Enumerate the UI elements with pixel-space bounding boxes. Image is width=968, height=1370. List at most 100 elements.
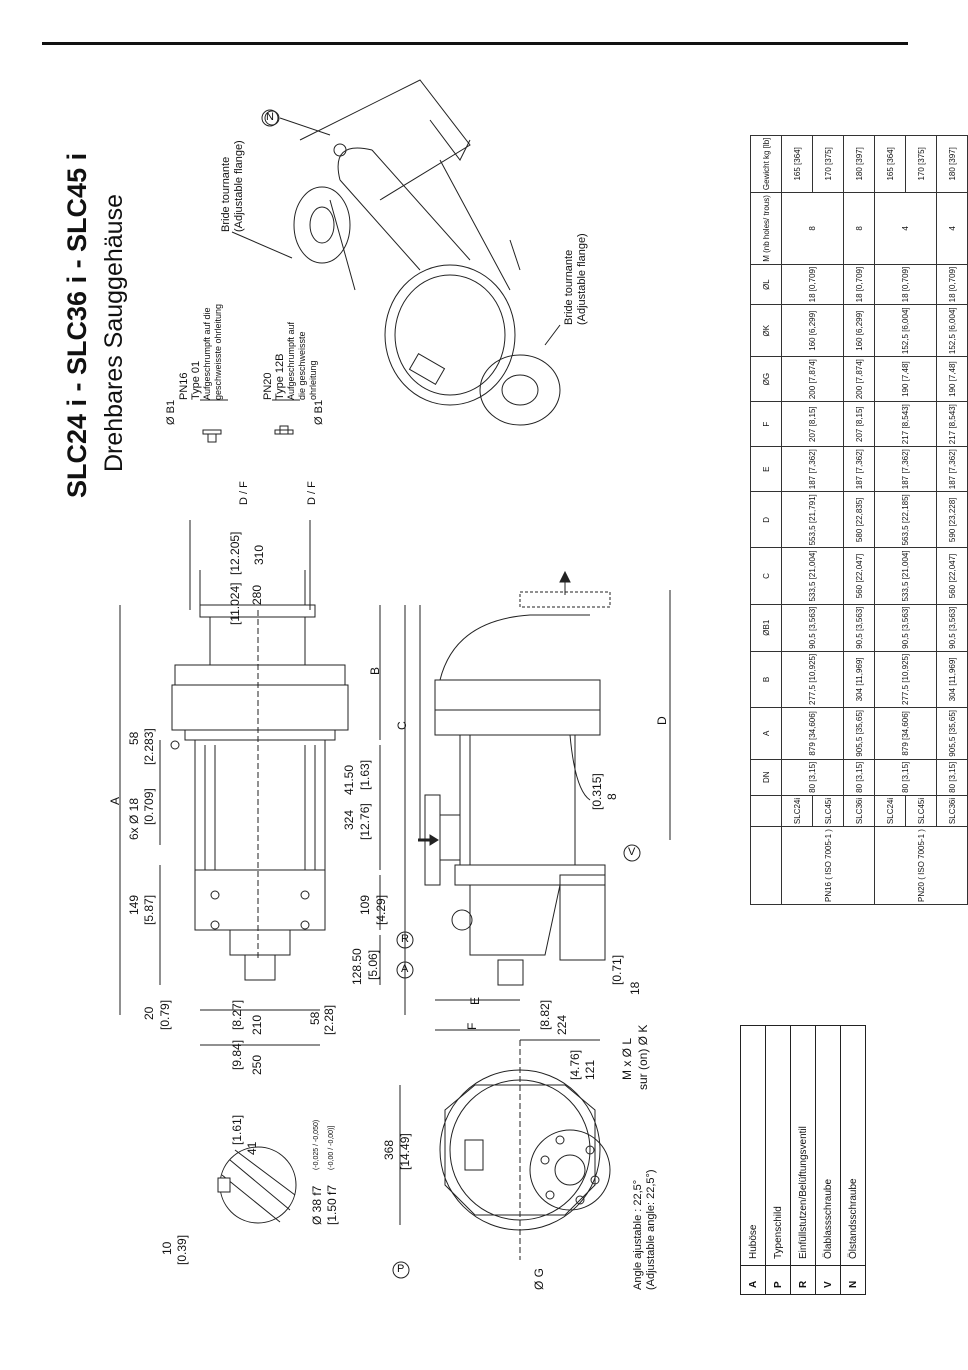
header-cell (750, 826, 782, 905)
dim-250: 250 (250, 1054, 264, 1075)
table-cell: 165 [364] (874, 135, 906, 193)
dim-224-in: [8.82] (538, 999, 552, 1030)
table-cell: 165 [364] (781, 135, 813, 193)
header-cell: E (750, 446, 782, 492)
table-cell: 304 [11,969] (843, 651, 875, 708)
dim-324-in: [12.76] (358, 803, 372, 840)
table-cell: 590 [23,228] (936, 491, 968, 548)
dim-20: 20 (142, 1006, 156, 1020)
dim-41: 41 (245, 1141, 259, 1155)
table-cell: 4 (874, 192, 937, 265)
dim-121-in: [4.76] (568, 1049, 582, 1080)
table-cell: 8 (781, 192, 844, 265)
dim-109: 109 (358, 894, 372, 915)
table-cell: 160 [6,299] (781, 304, 844, 357)
legend-text: Einfüllstutzen/Belüftungsventil (790, 1025, 816, 1266)
table-header-row: DN A B ØB1 C D E F ØG ØK ØL M (nb holes/… (750, 135, 782, 905)
table-cell: 180 [397] (843, 135, 875, 193)
header-cell: DN (750, 759, 782, 796)
angle-en: (Adjustable angle: 22,5°) (645, 1169, 657, 1290)
r-marker: R (401, 933, 409, 945)
table-cell: 187 [7,362] (843, 446, 875, 492)
table-row: SLC36i 80 [3,15] 905,5 [35,65] 304 [11,9… (936, 135, 968, 904)
group-cell: PN20 ( ISO 7005-1 ) (874, 826, 968, 905)
table-cell: 200 [7,874] (781, 356, 844, 402)
df-label-2: D / F (306, 481, 318, 505)
n-leader (279, 117, 331, 136)
legend-key: P (765, 1265, 791, 1295)
a-marker: A (401, 963, 409, 975)
header-cell: F (750, 401, 782, 447)
flange-label-fr-1: Bride tournante (220, 156, 232, 232)
header-cell: M (nb holes/ trous) (750, 192, 782, 265)
legend-text: Ölablassschraube (815, 1025, 841, 1266)
dim-g: Ø G (532, 1267, 546, 1290)
dim-58-in: [2.283] (142, 728, 156, 765)
dim-f: F (465, 1022, 479, 1030)
table-cell: 190 [7,48] (874, 356, 937, 402)
pn16-label: PN16 (178, 372, 190, 400)
dim-d: D (655, 716, 669, 725)
flange-label-en-2: (Adjustable flange) (576, 233, 588, 325)
dim-58b-in: [2.28] (322, 1004, 336, 1035)
header-cell: D (750, 491, 782, 548)
n-marker: N (266, 111, 274, 123)
dim-b: B (368, 666, 382, 675)
dim-10-in: [0.39] (175, 1234, 189, 1265)
table-cell: 18 [0,709] (843, 264, 875, 305)
dim-224: 224 (555, 1014, 569, 1035)
dim-368: 368 (382, 1139, 396, 1160)
type12b-label: Type 12B (274, 353, 286, 400)
table-cell: 207 [8,15] (843, 401, 875, 447)
type01-desc2: geschweisste ohrleitung (213, 303, 223, 400)
dim-e: E (468, 996, 482, 1005)
flange-leader-1 (231, 231, 293, 259)
table-cell: SLC24i (781, 795, 813, 827)
v-marker-circle (623, 844, 641, 862)
table-cell: SLC24i (874, 795, 906, 827)
dim-280: 280 (250, 584, 264, 605)
dim-mxl: M x Ø L (620, 1037, 634, 1080)
dim-280-in: [11.024] (228, 582, 242, 625)
header-cell: ØG (750, 356, 782, 402)
table-cell: 187 [7,362] (874, 446, 937, 492)
spec-table: DN A B ØB1 C D E F ØG ØK ØL M (nb holes/… (750, 135, 968, 905)
table-cell: 8 (843, 192, 875, 265)
table-cell: 200 [7,874] (843, 356, 875, 402)
table-cell: 160 [6,299] (843, 304, 875, 357)
type12b-desc1: Aufgeschrumpft auf (286, 321, 296, 400)
header-cell: A (750, 707, 782, 760)
table-cell: 277,5 [10,925] (874, 651, 937, 708)
dim-58b: 58 (308, 1011, 322, 1025)
table-row: PN20 ( ISO 7005-1 ) SLC24i 80 [3,15] 879… (874, 135, 968, 905)
group-cell: PN16 ( ISO 7005-1 ) (781, 826, 875, 905)
header-cell: ØB1 (750, 604, 782, 652)
end-view (439, 1040, 611, 1260)
table-cell: 18 [0,709] (936, 264, 968, 305)
dim-12850-in: [5.06] (366, 949, 380, 980)
legend-key: A (740, 1265, 766, 1295)
dim-12850: 128.50 (350, 948, 364, 985)
shaft-section (217, 1146, 297, 1224)
dim-324: 324 (342, 809, 356, 830)
table-cell: 18 [0,709] (781, 264, 844, 305)
pn20-label: PN20 (262, 372, 274, 400)
dim-holes: 6x Ø 18 (127, 797, 141, 840)
dim-sur-k: sur (on) Ø K (636, 1024, 650, 1090)
legend-key: N (840, 1265, 866, 1295)
table-cell: 217 [8,543] (874, 401, 937, 447)
table-cell: 879 [34,606] (781, 707, 844, 760)
table-cell: 90,5 [3,563] (843, 604, 875, 652)
table-cell: 207 [8,15] (781, 401, 844, 447)
top-elevation (170, 604, 349, 981)
table-cell: SLC45i (905, 795, 937, 827)
table-cell: 170 [375] (812, 135, 844, 193)
dim-109-in: [4.29] (374, 894, 388, 925)
isometric-pump-view (264, 79, 561, 426)
table-cell: 80 [3,15] (843, 759, 875, 796)
